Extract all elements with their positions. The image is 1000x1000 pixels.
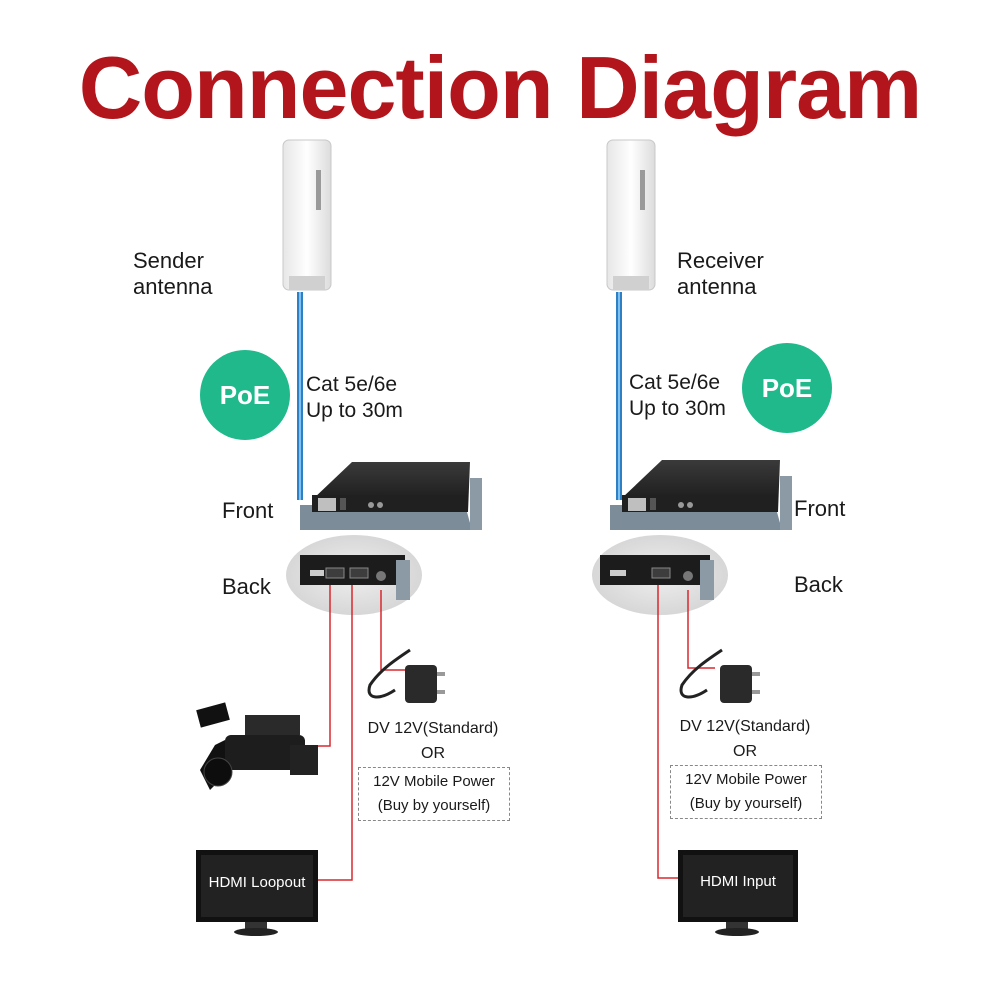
receiver-monitor xyxy=(678,850,798,936)
receiver-power-adapter xyxy=(679,648,760,703)
receiver-alt-power-line2: (Buy by yourself) xyxy=(689,795,803,812)
receiver-alt-power-box: 12V Mobile Power (Buy by yourself) xyxy=(670,765,822,819)
sender-alt-power-box: 12V Mobile Power (Buy by yourself) xyxy=(358,767,510,821)
sender-poe-badge: PoE xyxy=(200,350,290,440)
sender-back-unit xyxy=(286,535,422,615)
receiver-back-unit xyxy=(592,535,728,615)
sender-power-label: DV 12V(Standard) xyxy=(367,720,499,737)
receiver-power-label: DV 12V(Standard) xyxy=(679,718,811,735)
sender-or-label: OR xyxy=(421,745,445,762)
sender-back-label: Back xyxy=(222,574,271,599)
sender-front-unit xyxy=(300,462,482,530)
receiver-monitor-label: HDMI Input xyxy=(700,873,776,890)
receiver-cable-length: Up to 30m xyxy=(629,397,726,420)
sender-antenna xyxy=(282,139,332,291)
sender-antenna-label: Sender antenna xyxy=(133,248,213,300)
receiver-front-unit xyxy=(610,460,792,530)
receiver-poe-badge: PoE xyxy=(742,343,832,433)
sender-cable-label: Cat 5e/6e Up to 30m xyxy=(306,372,403,424)
receiver-antenna-label-line1: Receiver xyxy=(677,248,764,273)
sender-front-label: Front xyxy=(222,498,274,523)
receiver-cable-type: Cat 5e/6e xyxy=(629,371,721,394)
receiver-alt-power-line1: 12V Mobile Power xyxy=(685,771,807,788)
sender-monitor-label: HDMI Loopout xyxy=(208,874,306,891)
sender-antenna-label-line1: Sender xyxy=(133,248,204,273)
receiver-back-label: Back xyxy=(794,572,843,597)
receiver-antenna-label-line2: antenna xyxy=(677,274,757,299)
sender-alt-power-line2: (Buy by yourself) xyxy=(377,797,491,814)
sender-antenna-label-line2: antenna xyxy=(133,274,213,299)
receiver-front-label: Front xyxy=(794,496,846,521)
sender-cable-type: Cat 5e/6e xyxy=(306,373,398,396)
receiver-cable-label: Cat 5e/6e Up to 30m xyxy=(629,370,726,422)
sender-cable-length: Up to 30m xyxy=(306,399,403,422)
receiver-antenna xyxy=(606,139,656,291)
receiver-wires xyxy=(657,585,715,879)
camera-icon xyxy=(196,702,318,790)
receiver-or-label: OR xyxy=(733,743,757,760)
sender-monitor xyxy=(196,850,318,936)
receiver-antenna-label: Receiver antenna xyxy=(677,248,764,300)
diagram-title: Connection Diagram xyxy=(78,38,923,137)
sender-alt-power-line1: 12V Mobile Power xyxy=(373,773,495,790)
sender-power-adapter xyxy=(367,648,445,703)
